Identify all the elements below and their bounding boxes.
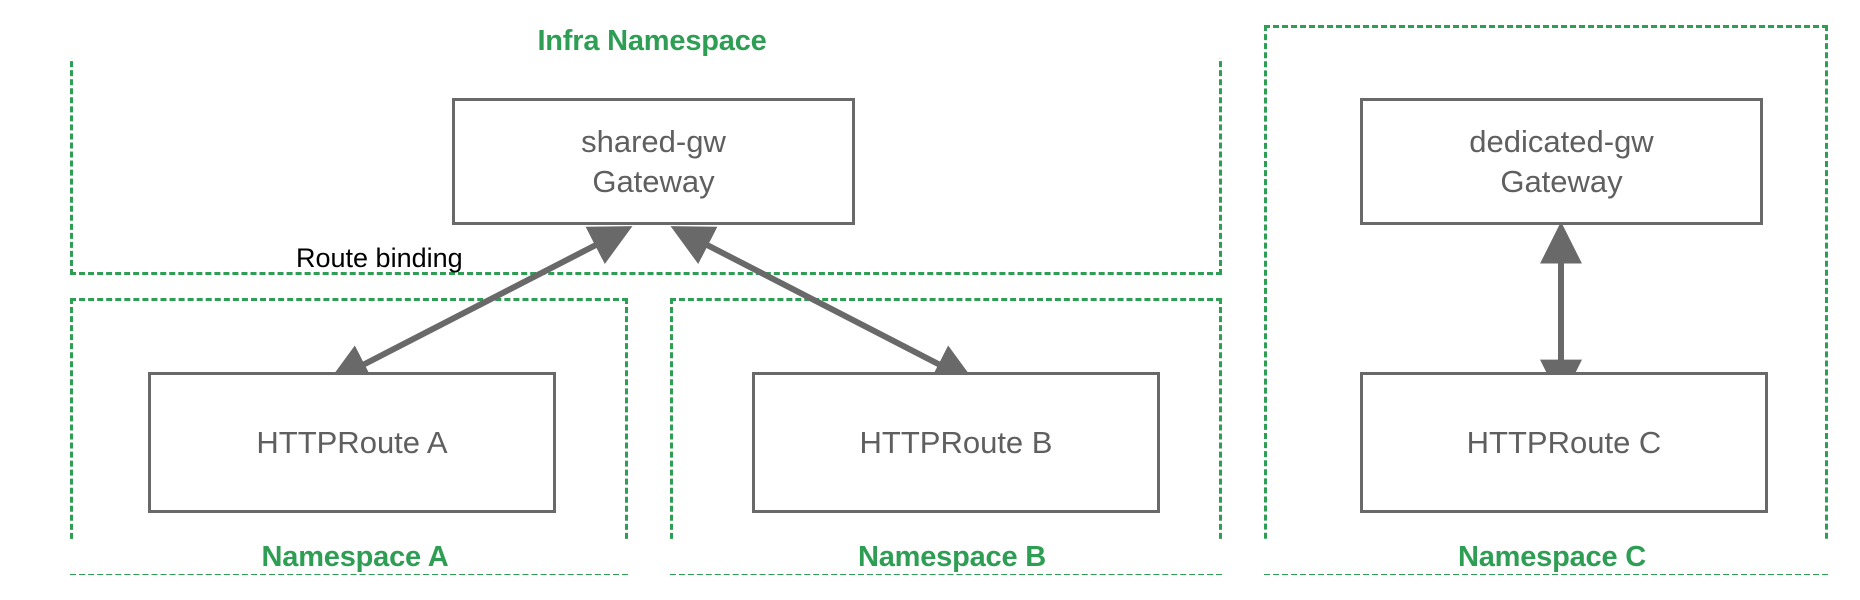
resource-name-httproute-b: HTTPRoute B	[859, 424, 1053, 460]
resource-box-shared-gw[interactable]: shared-gw Gateway	[452, 98, 855, 225]
resource-box-httproute-b[interactable]: HTTPRoute B	[752, 372, 1160, 513]
namespace-label-b: Namespace B	[670, 540, 1234, 574]
namespace-label-infra: Infra Namespace	[70, 24, 1234, 58]
resource-kind-shared-gw: Gateway	[592, 163, 715, 199]
resource-box-httproute-a[interactable]: HTTPRoute A	[148, 372, 556, 513]
namespace-label-c: Namespace C	[1264, 540, 1840, 574]
namespace-label-a: Namespace A	[70, 540, 640, 574]
resource-name-httproute-a: HTTPRoute A	[256, 424, 448, 460]
resource-name-httproute-c: HTTPRoute C	[1466, 424, 1662, 460]
edge-label-route-binding: Route binding	[296, 243, 463, 273]
resource-name-dedicated-gw: dedicated-gw	[1469, 123, 1654, 159]
resource-kind-dedicated-gw: Gateway	[1500, 163, 1623, 199]
resource-box-dedicated-gw[interactable]: dedicated-gw Gateway	[1360, 98, 1763, 225]
resource-box-httproute-c[interactable]: HTTPRoute C	[1360, 372, 1768, 513]
resource-name-shared-gw: shared-gw	[581, 123, 726, 159]
